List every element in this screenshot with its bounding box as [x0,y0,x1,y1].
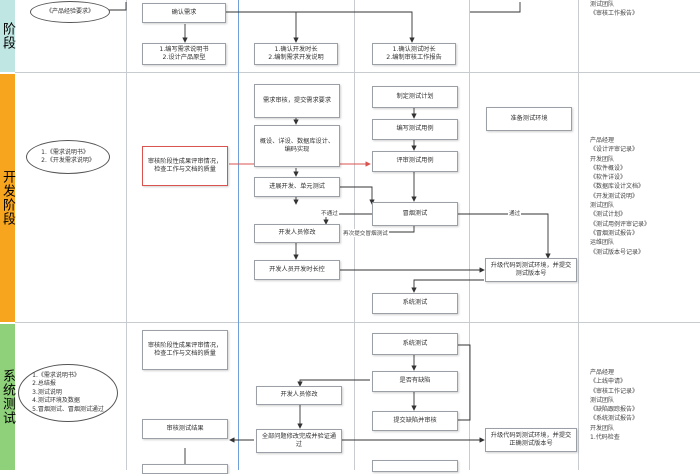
dev-time-control-box: 开发人员开发时长控 [254,260,340,280]
deliverables-development: 产品经理 《设计评审记录》 开发团队 《软件概设》 《软件详设》 《数据库设计文… [590,137,651,256]
system-test-box-2: 系统测试 [372,333,458,355]
input-docs-requirements: 《产品经验要求》 [30,1,110,23]
unit-test-box: 进展开发、单元测试 [254,177,340,197]
phase-development: 开发阶段 [0,74,15,322]
resubmit-label: 再次提交冒烟测试 [342,229,389,237]
input-docs-development: 1.《需求说明书》 2.《开发需求说明》 [26,140,110,174]
write-requirements-box: 1.编写需求说明书 2.设计产品原型 [142,43,226,65]
code-implementation-box: 概设、详设、数据库设计、编码实现 [254,125,340,167]
phase-label: 开发阶段 [0,170,15,226]
fail-label: 不通过 [320,209,339,217]
pass-label: 通过 [508,209,522,217]
bug-check-box: 是否有缺陷 [372,371,458,392]
upgrade-code-box: 升级代码到测试环境，并提交测试版本号 [485,258,577,282]
write-test-cases-box: 编写测试用例 [372,119,458,140]
deliverables-requirements: 测试团队 《审核工作报告》 [590,1,639,18]
submit-defect-box: 提交缺陷并审核 [372,411,458,431]
phase-requirements: 阶段 [0,0,15,72]
audit-result-box: 审核测试结果 [142,419,228,439]
next-step-box [142,464,228,474]
review-test-cases-box: 评审测试用例 [372,151,458,172]
system-test-box: 系统测试 [372,293,458,314]
deliverables-system-test: 产品经理 《上线申请》 《审核工作记录》 测试团队 《缺陷跟踪报告》 《系统测试… [590,369,639,442]
dev-fix-box: 开发人员修改 [254,224,340,243]
review-dev-docs-box: 审核阶段性成果评审情况，检查工作与文档的质量 [142,146,228,186]
confirm-dev-time-box: 1.确认开发时长 2.编制需求开发说明 [254,43,338,65]
prepare-env-box: 准备测试环境 [486,107,572,131]
upgrade-code-box-2: 升级代码到测试环境，并提交正确测试版本号 [485,428,577,452]
confirm-requirements-box: 确认需求 [142,3,226,23]
phase-label: 系统测试 [0,369,15,425]
requirements-review-box: 需求审核，提交需求要求 [254,84,340,118]
input-docs-system-test: 1.《需求说明书》 2.总结报 3.测试说明 4.测试环境及数据 5.冒烟测试、… [18,364,118,422]
phase-label: 阶段 [0,22,15,50]
review-sys-docs-box: 审核阶段性成果评审情况，检查工作与文档的质量 [142,330,228,370]
dev-fix-box-2: 开发人员修改 [256,386,342,405]
phase-system-test: 系统测试 [0,324,15,470]
make-test-plan-box: 制定测试计划 [372,86,458,108]
next-test-box [372,460,458,472]
full-fix-box: 全部问题修改完成并验证通过 [256,429,342,453]
smoke-test-box: 冒烟测试 [372,202,458,226]
confirm-test-time-box: 1.确认测试时长 2.编制审核工作报告 [372,43,456,65]
